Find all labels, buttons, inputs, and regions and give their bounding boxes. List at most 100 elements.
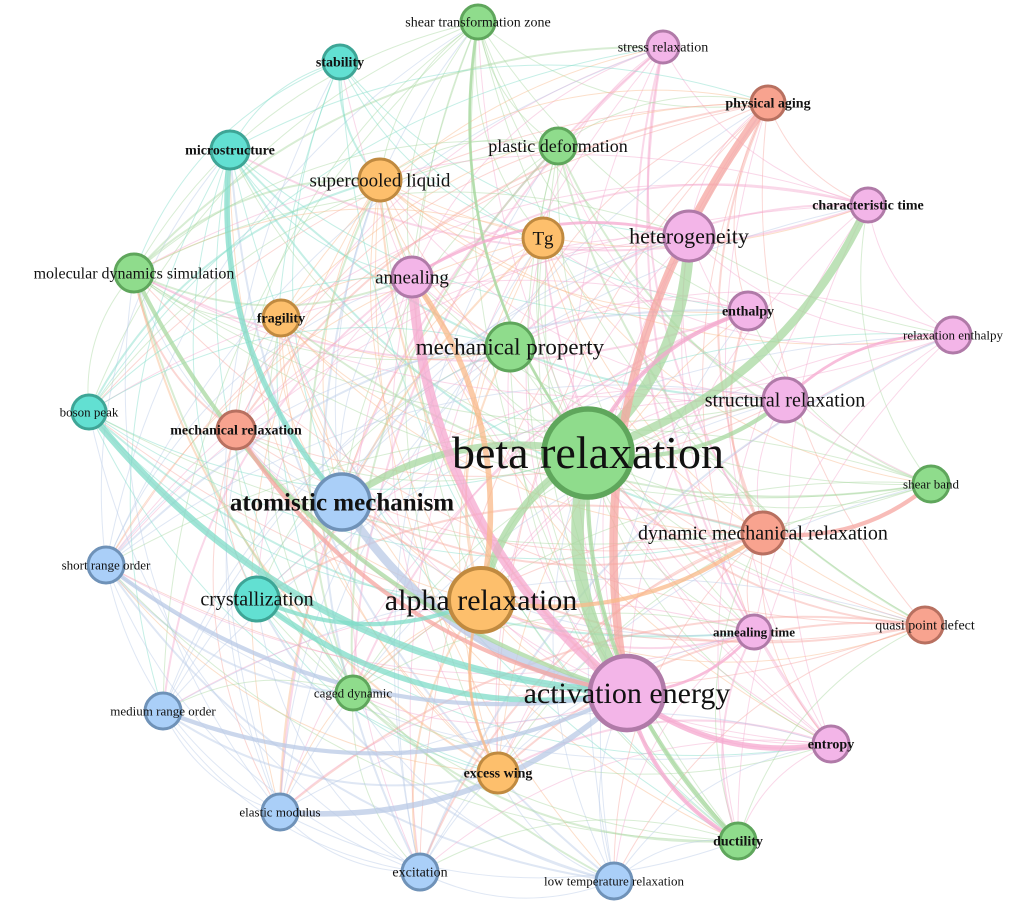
- edge: [256, 276, 413, 600]
- node-circle: [459, 3, 497, 41]
- edge: [251, 179, 381, 813]
- node-enth: enthalpy: [722, 290, 774, 332]
- edge: [497, 532, 764, 774]
- edge: [725, 102, 832, 745]
- node-dmr: dynamic mechanical relaxation: [638, 510, 888, 556]
- node-label: annealing: [375, 267, 449, 288]
- node-circle: [390, 255, 434, 299]
- edge: [88, 276, 413, 413]
- node-label: mechanical relaxation: [170, 424, 302, 439]
- edge: [393, 145, 559, 873]
- edge: [339, 61, 690, 237]
- edge: [105, 564, 755, 675]
- edge: [379, 179, 589, 454]
- node-label: crystallization: [200, 589, 313, 611]
- edge: [714, 532, 764, 842]
- node-sb: shear band: [903, 464, 959, 504]
- edge: [229, 149, 739, 842]
- node-label: entropy: [808, 738, 854, 753]
- edge: [133, 272, 786, 423]
- edge: [557, 145, 926, 626]
- node-bp: boson peak: [60, 393, 119, 431]
- edge: [352, 692, 739, 843]
- edge: [225, 317, 282, 813]
- node-circle: [321, 43, 359, 81]
- edge: [88, 46, 664, 413]
- node-circle: [447, 566, 515, 634]
- node-ent: entropy: [808, 724, 854, 764]
- edge: [229, 149, 589, 454]
- edge: [480, 334, 954, 601]
- edge: [497, 719, 832, 774]
- node-circle: [215, 409, 257, 451]
- node-label: short range order: [62, 557, 151, 572]
- edge: [334, 21, 479, 503]
- edge-strong: [224, 147, 345, 505]
- node-label: relaxation enthalpy: [903, 327, 1003, 342]
- edge: [105, 46, 664, 566]
- edge: [105, 564, 421, 873]
- edge-strong: [233, 427, 630, 696]
- edge-strong: [409, 274, 494, 603]
- edge: [411, 276, 932, 485]
- node-label: shear transformation zone: [405, 16, 550, 31]
- edge: [279, 310, 749, 813]
- edge: [352, 692, 615, 882]
- edge: [352, 692, 421, 873]
- node-circle: [735, 613, 773, 651]
- edge: [133, 272, 237, 431]
- edge: [133, 178, 381, 274]
- node-circle: [727, 290, 769, 332]
- edge: [105, 237, 544, 566]
- node-circle: [113, 252, 155, 294]
- edge: [495, 235, 690, 774]
- edge: [133, 21, 479, 274]
- edge: [557, 145, 786, 401]
- node-label: excess wing: [464, 767, 533, 782]
- edge: [477, 21, 749, 312]
- node-circle: [209, 129, 251, 171]
- edge: [235, 46, 664, 431]
- edge: [350, 276, 421, 873]
- edge: [212, 429, 281, 813]
- node-mro: medium range order: [110, 691, 216, 731]
- node-em: elastic modulus: [239, 792, 321, 832]
- edge: [105, 309, 749, 566]
- edge: [729, 310, 764, 534]
- node-ct: characteristic time: [812, 186, 924, 224]
- edge: [133, 272, 954, 398]
- edge: [279, 346, 511, 813]
- edge: [339, 276, 413, 503]
- edge: [542, 46, 664, 239]
- node-pd: plastic deformation: [488, 126, 628, 166]
- node-str: structural relaxation: [705, 376, 865, 424]
- node-circle: [740, 510, 786, 556]
- edge-strong: [131, 270, 630, 696]
- node-label: physical aging: [725, 97, 810, 112]
- node-beta: beta relaxation: [452, 406, 724, 500]
- node-circle: [476, 751, 520, 795]
- edge: [411, 599, 482, 873]
- edge: [280, 317, 764, 534]
- node-circle: [811, 724, 851, 764]
- node-circle: [849, 186, 887, 224]
- edge: [133, 272, 343, 503]
- node-label: fragility: [257, 312, 305, 327]
- edge: [341, 237, 544, 503]
- edge: [397, 237, 544, 873]
- edge: [379, 21, 479, 181]
- node-label: quasi point defect: [875, 619, 975, 634]
- edge: [379, 179, 749, 313]
- edge: [509, 346, 926, 626]
- edge: [229, 149, 413, 278]
- edge: [105, 428, 932, 566]
- edge: [497, 334, 954, 774]
- edge: [88, 411, 764, 560]
- node-label: stability: [316, 56, 364, 71]
- edge: [379, 139, 559, 181]
- edge: [308, 179, 381, 694]
- node-circle: [334, 674, 372, 712]
